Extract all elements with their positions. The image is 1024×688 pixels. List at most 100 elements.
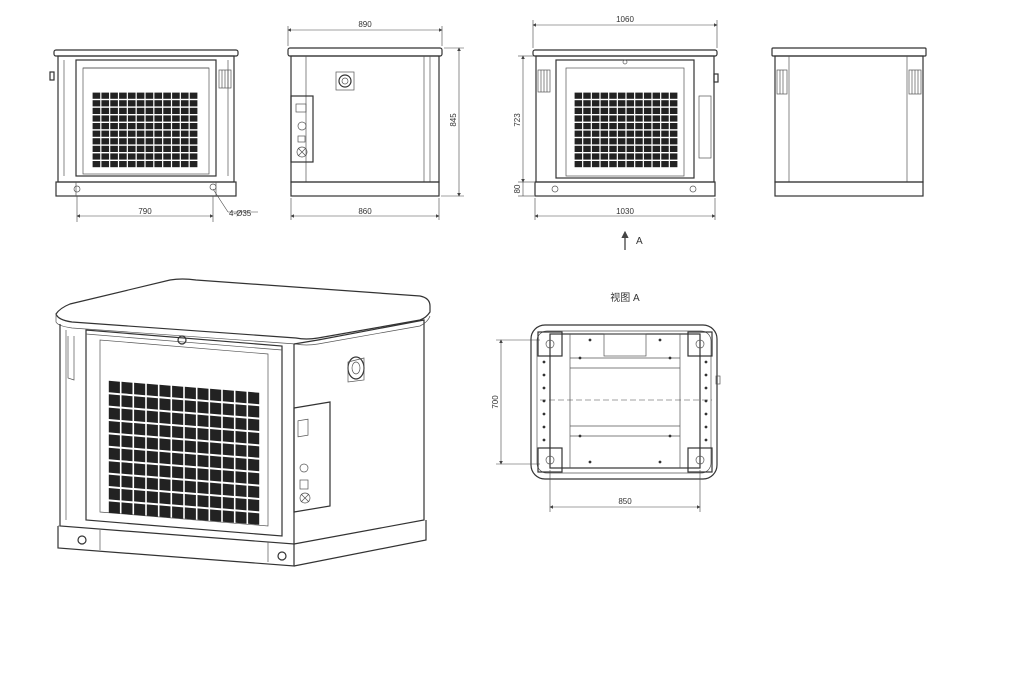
- grille-cell: [119, 138, 127, 145]
- dim-back-base-width: 1030: [616, 207, 634, 216]
- grille-cell: [643, 107, 652, 114]
- grille-cell: [197, 508, 209, 521]
- grille-cell: [172, 412, 184, 425]
- grille-cell: [119, 130, 127, 137]
- grille-cell: [180, 123, 189, 130]
- bolt-hole-icon: [704, 399, 708, 403]
- grille-cell: [222, 470, 234, 483]
- grille-cell: [600, 138, 609, 145]
- grille-cell: [617, 115, 626, 122]
- grille-cell: [136, 107, 145, 114]
- grille-cell: [119, 145, 127, 152]
- grille-cell: [134, 503, 146, 516]
- grille-cell: [189, 161, 198, 168]
- grille-cell: [189, 100, 198, 107]
- grille-cell: [574, 161, 583, 168]
- mounting-hole-icon: [209, 183, 217, 191]
- grille-cell: [92, 100, 101, 107]
- grille-cell: [134, 449, 146, 463]
- grille-cell: [197, 441, 209, 454]
- grille-cell: [210, 402, 222, 415]
- grille-cell: [154, 107, 163, 114]
- grille-cell: [635, 138, 643, 145]
- grille-cell: [669, 100, 678, 107]
- grille-cell: [635, 115, 643, 122]
- bolt-hole-icon: [588, 338, 592, 342]
- grille-cell: [591, 130, 600, 137]
- dim-side-top-width: 890: [358, 20, 372, 29]
- grille-cell: [635, 92, 643, 99]
- grille-cell: [172, 479, 184, 492]
- grille-cell: [101, 161, 110, 168]
- grille-cell: [248, 499, 260, 512]
- grille-cell: [180, 115, 189, 122]
- grille-cell: [591, 145, 600, 152]
- bolt-hole-icon: [588, 460, 592, 464]
- grille-cell: [661, 123, 669, 130]
- grille-cell: [127, 100, 136, 107]
- grille-cell: [635, 161, 643, 168]
- grille-cell: [110, 145, 118, 152]
- grille-cell: [574, 100, 583, 107]
- grille-cell: [197, 428, 209, 441]
- grille-cell: [600, 130, 609, 137]
- grille-cell: [154, 100, 163, 107]
- fan-icon: [296, 146, 308, 158]
- bolt-hole-icon: [658, 338, 662, 342]
- grille-cell: [222, 403, 234, 416]
- grille-cell: [222, 510, 234, 523]
- grille-cell: [159, 384, 171, 398]
- grille-cell: [172, 466, 184, 479]
- grille-cell: [127, 107, 136, 114]
- grille-cell: [101, 92, 110, 99]
- grille-cell: [652, 130, 661, 137]
- grille-cell: [136, 145, 145, 152]
- grille-cell: [643, 92, 652, 99]
- grille-cell: [110, 115, 118, 122]
- isometric-view: [55, 278, 431, 567]
- grille-cell: [159, 451, 171, 465]
- grille-cell: [669, 130, 678, 137]
- grille-cell: [617, 107, 626, 114]
- grille-cell: [119, 92, 127, 99]
- grille-cell: [197, 495, 209, 508]
- grille-cell: [626, 107, 635, 114]
- dim-plan-width: 850: [618, 497, 632, 506]
- grille-cell: [184, 386, 196, 400]
- bolt-hole-icon: [542, 425, 546, 429]
- control-panel: [290, 95, 314, 163]
- grille-cell: [643, 153, 652, 160]
- grille-cell: [235, 444, 247, 457]
- grille-cell: [121, 475, 133, 488]
- breaker-icon: [297, 121, 307, 131]
- grille-cell: [574, 115, 583, 122]
- grille-cell: [609, 145, 617, 152]
- grille-cell: [108, 447, 120, 461]
- grille-cell: [163, 115, 171, 122]
- grille-cell: [134, 382, 146, 396]
- grille-cell: [652, 161, 661, 168]
- bolt-hole-icon: [704, 438, 708, 442]
- grille-cell: [110, 130, 118, 137]
- grille-cell: [134, 476, 146, 489]
- fuel-cap-icon: [335, 71, 355, 91]
- grille-cell: [235, 404, 247, 417]
- grille-cell: [163, 130, 171, 137]
- grille-cell: [210, 469, 222, 482]
- grille-cell: [643, 145, 652, 152]
- grille-cell: [127, 123, 136, 130]
- grille-cell: [617, 145, 626, 152]
- iso-control-panel: [293, 401, 331, 513]
- grille-cell: [121, 435, 133, 448]
- grille-cell: [184, 400, 196, 413]
- grille-cell: [248, 432, 260, 445]
- grille-cell: [583, 123, 591, 130]
- dim-back-height: 723: [513, 113, 522, 127]
- grille-cell: [661, 130, 669, 137]
- grille-cell: [172, 506, 184, 519]
- grille-cell: [180, 145, 189, 152]
- bolt-hole-icon: [704, 360, 708, 364]
- grille-cell: [121, 408, 133, 421]
- grille-cell: [626, 123, 635, 130]
- front-side-vent: [218, 69, 232, 89]
